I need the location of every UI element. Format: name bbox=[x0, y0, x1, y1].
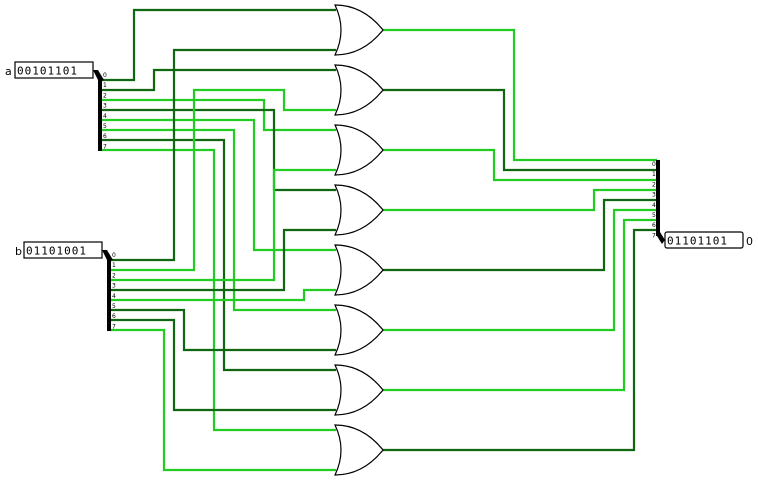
splitter-a-stem bbox=[93, 70, 104, 82]
wire-a-bit-5 bbox=[100, 128, 337, 312]
splitter-b-bit-0: 0 bbox=[112, 252, 116, 259]
splitter-a-bar bbox=[98, 78, 102, 151]
splitter-out-bit-3: 3 bbox=[652, 192, 656, 199]
or-gate-layer bbox=[334, 4, 384, 476]
or-gate-5[interactable] bbox=[334, 304, 384, 356]
wire-gate-out-6 bbox=[381, 218, 658, 392]
wire-a-bit-0 bbox=[100, 8, 337, 82]
wire-a-bit-4 bbox=[100, 118, 337, 252]
splitter-out-bit-7: 7 bbox=[652, 232, 656, 239]
splitter-output[interactable]: 0 1 2 3 4 5 6 7 bbox=[652, 160, 665, 244]
input-pin-a[interactable]: a 00101101 bbox=[5, 61, 94, 79]
splitter-a-bit-7: 7 bbox=[103, 143, 107, 150]
wire-b-bit-2 bbox=[109, 168, 337, 282]
wire-b-bit-5 bbox=[109, 308, 337, 352]
wire-b-bit-6 bbox=[109, 318, 337, 412]
splitter-a-bit-3: 3 bbox=[103, 103, 107, 110]
splitter-b-bit-5: 5 bbox=[112, 303, 116, 310]
splitter-b-bit-3: 3 bbox=[112, 283, 116, 290]
splitter-out-bit-0: 0 bbox=[652, 161, 656, 168]
splitter-b-bar bbox=[107, 258, 111, 331]
input-a-value: 00101101 bbox=[17, 65, 78, 78]
wire-gate-out-5 bbox=[381, 208, 658, 332]
input-b-value: 01101001 bbox=[26, 245, 87, 258]
splitter-a-bit-2: 2 bbox=[103, 92, 107, 99]
splitter-a[interactable]: 0 1 2 3 4 5 6 7 bbox=[93, 70, 107, 151]
wire-layer bbox=[100, 8, 658, 472]
wire-gate-out-0 bbox=[381, 28, 658, 162]
output-pin[interactable]: 01101101 0 bbox=[664, 231, 753, 249]
splitter-a-bit-1: 1 bbox=[103, 82, 107, 89]
wire-b-bit-0 bbox=[109, 48, 337, 262]
splitter-out-bit-5: 5 bbox=[652, 212, 656, 219]
splitter-b-stem bbox=[102, 250, 113, 262]
or-gate-1[interactable] bbox=[334, 64, 384, 116]
splitter-b-bit-7: 7 bbox=[112, 323, 116, 330]
or-gate-6[interactable] bbox=[334, 364, 384, 416]
splitter-b-bit-6: 6 bbox=[112, 313, 116, 320]
wire-gate-out-4 bbox=[381, 198, 658, 272]
or-gate-2[interactable] bbox=[334, 124, 384, 176]
splitter-a-bit-6: 6 bbox=[103, 133, 107, 140]
wire-a-bit-3 bbox=[100, 108, 337, 192]
splitter-b-bit-1: 1 bbox=[112, 262, 116, 269]
wire-a-bit-1 bbox=[100, 68, 337, 92]
splitter-out-bar bbox=[656, 160, 660, 236]
wire-gate-out-2 bbox=[381, 148, 658, 182]
output-value: 01101101 bbox=[667, 235, 728, 248]
splitter-b-bit-4: 4 bbox=[112, 293, 116, 300]
output-trailing-label: 0 bbox=[746, 235, 753, 248]
input-pin-b[interactable]: b 01101001 bbox=[15, 241, 103, 259]
wire-b-bit-1 bbox=[109, 88, 337, 272]
wire-a-bit-2 bbox=[100, 98, 337, 132]
splitter-out-bit-4: 4 bbox=[652, 202, 656, 209]
or-gate-4[interactable] bbox=[334, 244, 384, 296]
input-b-label: b bbox=[15, 245, 22, 258]
or-gate-0[interactable] bbox=[334, 4, 384, 56]
splitter-out-stem bbox=[657, 232, 665, 244]
wire-b-bit-7 bbox=[109, 328, 337, 472]
or-gate-3[interactable] bbox=[334, 184, 384, 236]
splitter-a-bit-4: 4 bbox=[103, 113, 107, 120]
wire-b-bit-3 bbox=[109, 228, 337, 292]
wire-gate-out-1 bbox=[381, 88, 658, 172]
splitter-a-bit-5: 5 bbox=[103, 123, 107, 130]
wire-b-bit-4 bbox=[109, 288, 337, 302]
splitter-a-bit-0: 0 bbox=[103, 72, 107, 79]
splitter-out-bit-2: 2 bbox=[652, 181, 656, 188]
input-a-label: a bbox=[5, 65, 12, 78]
wire-a-bit-6 bbox=[100, 138, 337, 372]
splitter-b[interactable]: 0 1 2 3 4 5 6 7 bbox=[102, 250, 116, 331]
wire-gate-out-7 bbox=[381, 228, 658, 452]
splitter-out-bit-1: 1 bbox=[652, 171, 656, 178]
or-gate-7[interactable] bbox=[334, 424, 384, 476]
wire-gate-out-3 bbox=[381, 188, 658, 212]
splitter-out-bit-6: 6 bbox=[652, 222, 656, 229]
splitter-b-bit-2: 2 bbox=[112, 272, 116, 279]
